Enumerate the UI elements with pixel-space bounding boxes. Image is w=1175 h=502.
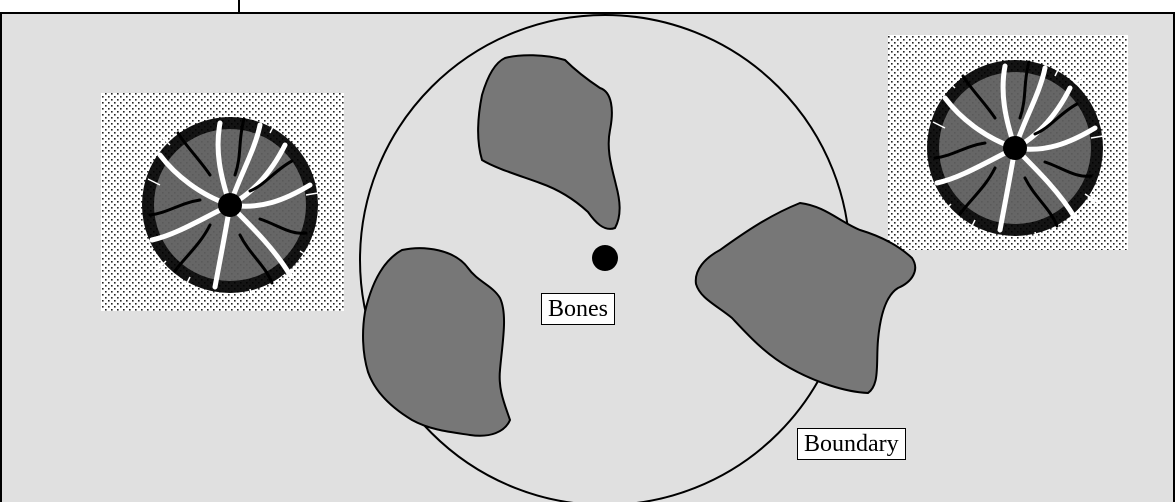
bone-fragment-top (478, 55, 619, 229)
bone-fragment-right (696, 203, 915, 393)
left-tree-canopy-icon (101, 93, 344, 311)
boundary-label: Boundary (797, 428, 906, 460)
center-dot (592, 245, 618, 271)
bone-fragment-left (363, 248, 510, 436)
bones-label: Bones (541, 293, 615, 325)
right-tree-canopy-icon (888, 35, 1128, 250)
